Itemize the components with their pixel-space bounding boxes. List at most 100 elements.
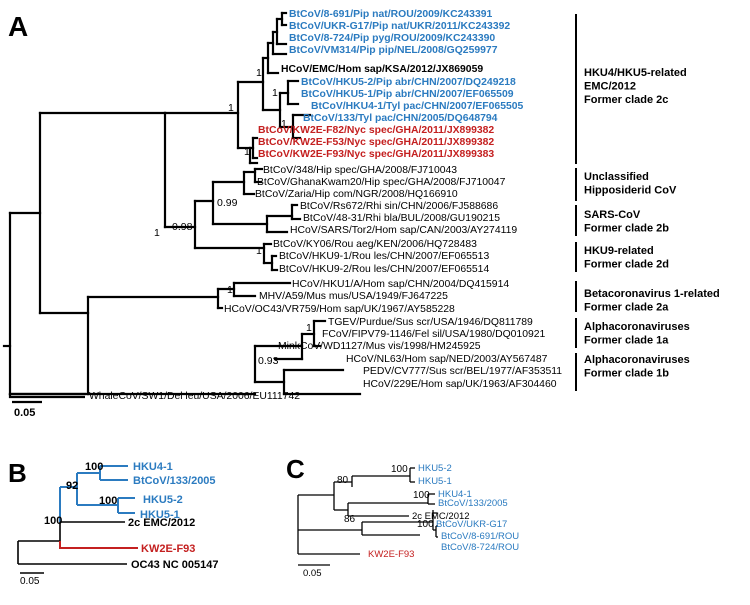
clade-label: Former clade 2d <box>584 259 669 271</box>
taxon-label: 2c EMC/2012 <box>412 511 470 522</box>
clade-label: EMC/2012 <box>584 81 636 93</box>
taxon-label: HCoV/EMC/Hom sap/KSA/2012/JX869059 <box>281 64 483 75</box>
clade-label: Former clade 1a <box>584 335 669 347</box>
support-value: 1 <box>272 87 278 99</box>
panel-c-letter: C <box>286 454 305 484</box>
support-value: 1 <box>228 102 234 114</box>
taxon-label: BtCoV/HKU5-1/Pip abr/CHN/2007/EF065509 <box>301 89 514 100</box>
panel-a-scale-bar: 0.05 <box>12 400 42 419</box>
taxon-label: HKU4-1 <box>133 461 173 473</box>
clade-label: Alphacoronaviruses <box>584 321 690 333</box>
taxon-label: HCoV/229E/Hom sap/UK/1963/AF304460 <box>363 379 557 390</box>
support-value: 1 <box>256 245 262 257</box>
clade-label: HKU9-related <box>584 245 654 257</box>
taxon-label: HKU4-1 <box>438 489 472 500</box>
taxon-label: BtCoV/133/Tyl pac/CHN/2005/DQ648794 <box>303 113 498 124</box>
clade-label: Hipposiderid CoV <box>584 185 677 197</box>
taxon-label: MinkCoV/WD1127/Mus vis/1998/HM245925 <box>278 341 481 352</box>
support-value: 0.93 <box>258 355 279 367</box>
support-value: 86 <box>344 514 356 525</box>
panel-b: B 100 92 100 100 <box>8 458 218 587</box>
support-value: 100 <box>85 461 103 473</box>
clade-label: Unclassified <box>584 171 649 183</box>
panel-a-tree-branches <box>2 11 362 396</box>
taxon-label: BtCoV/HKU5-2/Pip abr/CHN/2007/DQ249218 <box>301 77 516 88</box>
taxon-label: HKU5-2 <box>143 494 183 506</box>
panel-b-tree-black <box>17 521 127 565</box>
panel-c-tree-subclade <box>433 512 438 538</box>
taxon-label: BtCoV/8-724/ROU <box>441 542 519 553</box>
panel-b-scale-bar: 0.05 <box>20 572 44 587</box>
clade-label: Former clade 1b <box>584 368 669 380</box>
taxon-label: BtCoV/KY06/Rou aeg/KEN/2006/HQ728483 <box>273 239 477 250</box>
taxon-label: BtCoV/HKU9-1/Rou les/CHN/2007/EF065513 <box>279 251 489 262</box>
support-value: 1 <box>281 118 287 130</box>
support-value: 92 <box>66 480 78 492</box>
support-value: 1 <box>244 146 250 158</box>
panel-a-taxon-labels: BtCoV/8-691/Pip nat/ROU/2009/KC243391BtC… <box>89 9 562 402</box>
panel-a-support-values: 1 1 1 1 1 0.99 0.98 1 1 1 1 0.93 <box>154 67 312 367</box>
taxon-label: BtCoV/133/2005 <box>438 498 508 509</box>
taxon-label: HCoV/SARS/Tor2/Hom sap/CAN/2003/AY274119 <box>290 225 517 236</box>
taxon-label: BtCoV/Zaria/Hip com/NGR/2008/HQ166910 <box>255 189 458 200</box>
support-value: 100 <box>44 515 62 527</box>
taxon-label: HKU5-1 <box>140 509 180 521</box>
taxon-label: HKU5-2 <box>418 463 452 474</box>
taxon-label: BtCoV/GhanaKwam20/Hip spec/GHA/2008/FJ71… <box>257 177 506 188</box>
taxon-label: HCoV/NL63/Hom sap/NED/2003/AY567487 <box>346 354 548 365</box>
taxon-label: HKU5-1 <box>418 476 452 487</box>
clade-label: Former clade 2b <box>584 223 669 235</box>
taxon-label: BtCoV/VM314/Pip pip/NEL/2008/GQ259977 <box>289 45 498 56</box>
taxon-label: OC43 NC 005147 <box>131 559 218 571</box>
panel-a-letter: A <box>8 11 28 42</box>
panel-b-tree-red <box>59 541 138 549</box>
scale-label: 0.05 <box>303 568 322 579</box>
taxon-label: KW2E-F93 <box>368 549 414 560</box>
taxon-label: BtCoV/48-31/Rhi bla/BUL/2008/GU190215 <box>303 213 500 224</box>
clade-label: SARS-CoV <box>584 209 641 221</box>
support-value: 100 <box>99 495 117 507</box>
taxon-label: BtCoV/HKU4-1/Tyl pac/CHN/2007/EF065505 <box>311 101 524 112</box>
panel-a-tree-outgroup <box>8 394 85 399</box>
taxon-label: BtCoV/8-691/Pip nat/ROU/2009/KC243391 <box>289 9 492 20</box>
taxon-label: HCoV/OC43/VR759/Hom sap/UK/1967/AY585228 <box>224 304 455 315</box>
support-value: 1 <box>154 227 160 239</box>
panel-c: C <box>286 454 519 579</box>
support-value: 100 <box>391 464 408 475</box>
taxon-label: WhaleCoV/SW1/Del leu/USA/2006/EU111742 <box>89 391 300 402</box>
taxon-label: BtCoV/8-691/ROU <box>441 531 519 542</box>
taxon-label: MHV/A59/Mus mus/USA/1949/FJ647225 <box>259 291 448 302</box>
support-value: 0.98 <box>172 221 193 233</box>
taxon-label: BtCoV/Rs672/Rhi sin/CHN/2006/FJ588686 <box>300 201 498 212</box>
panel-b-support-values: 100 92 100 100 <box>44 461 117 527</box>
support-value: 0.99 <box>217 197 238 209</box>
support-value: 1 <box>227 284 233 296</box>
taxon-label: BtCoV/UKR-G17 <box>436 519 507 530</box>
taxon-label: BtCoV/KW2E-F93/Nyc spec/GHA/2011/JX89938… <box>258 149 494 160</box>
support-value: 1 <box>306 322 312 334</box>
taxon-label: BtCoV/133/2005 <box>133 475 216 487</box>
scale-label: 0.05 <box>14 407 35 419</box>
clade-label: Betacoronavirus 1-related <box>584 288 720 300</box>
panel-c-tree-black <box>297 467 435 555</box>
taxon-label: PEDV/CV777/Sus scr/BEL/1977/AF353511 <box>363 366 562 377</box>
taxon-label: BtCoV/KW2E-F82/Nyc spec/GHA/2011/JX89938… <box>258 125 494 136</box>
support-value: 1 <box>256 67 262 79</box>
taxon-label: BtCoV/KW2E-F53/Nyc spec/GHA/2011/JX89938… <box>258 137 494 148</box>
panel-b-letter: B <box>8 458 27 488</box>
clade-label: Alphacoronaviruses <box>584 354 690 366</box>
taxon-label: HCoV/HKU1/A/Hom sap/CHN/2004/DQ415914 <box>292 279 509 290</box>
taxon-label: KW2E-F93 <box>141 543 195 555</box>
taxon-label: BtCoV/UKR-G17/Pip nat/UKR/2011/KC243392 <box>289 21 510 32</box>
panel-c-scale-bar: 0.05 <box>298 564 330 579</box>
taxon-label: BtCoV/8-724/Pip pyg/ROU/2009/KC243390 <box>289 33 495 44</box>
taxon-label: FCoV/FIPV79-1146/Fel sil/USA/1980/DQ0109… <box>322 329 546 340</box>
panel-c-support-values: 100 80 100 86 100 <box>337 464 434 530</box>
support-value: 100 <box>413 490 430 501</box>
taxon-label: TGEV/Purdue/Sus scr/USA/1946/DQ811789 <box>328 317 533 328</box>
panel-a: A <box>2 9 720 419</box>
